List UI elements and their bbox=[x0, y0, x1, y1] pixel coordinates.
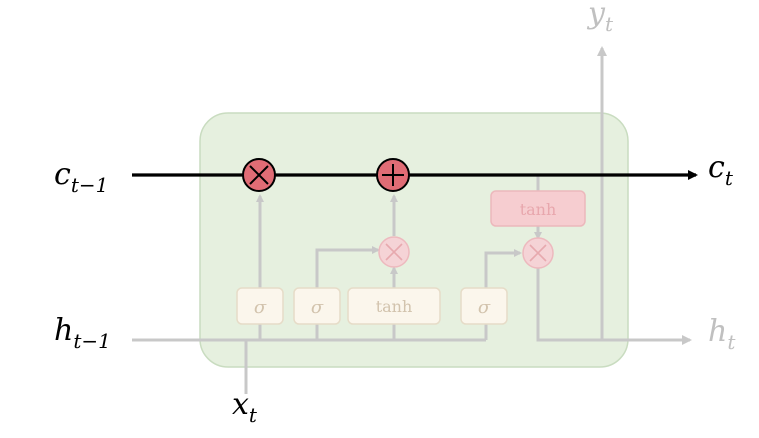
y-output-sub: t bbox=[605, 12, 614, 36]
label-h-next: ht bbox=[708, 314, 736, 354]
forget-multiply-operator bbox=[242, 158, 276, 192]
svg-text:yt: yt bbox=[586, 0, 614, 36]
c-next-base: c bbox=[708, 150, 725, 185]
add-operator bbox=[376, 158, 410, 192]
svg-text:ct: ct bbox=[708, 150, 734, 190]
candidate-gate-label: tanh bbox=[376, 297, 413, 316]
h-prev-base: h bbox=[54, 313, 73, 348]
x-input-base: x bbox=[232, 387, 249, 422]
svg-text:xt: xt bbox=[232, 387, 258, 427]
cell-tanh-label: tanh bbox=[520, 200, 557, 219]
svg-text:ct−1: ct−1 bbox=[54, 157, 108, 197]
forget-gate-label: σ bbox=[254, 297, 267, 318]
candidate-gate: tanh bbox=[347, 287, 441, 325]
input-multiply-operator bbox=[378, 236, 410, 268]
y-output-base: y bbox=[586, 0, 606, 31]
svg-text:ht−1: ht−1 bbox=[54, 313, 111, 353]
h-next-sub: t bbox=[727, 330, 736, 354]
output-multiply-operator bbox=[522, 237, 554, 269]
c-prev-base: c bbox=[54, 157, 71, 192]
svg-text:ht: ht bbox=[708, 314, 736, 354]
label-c-prev: ct−1 bbox=[54, 157, 108, 197]
cell-tanh: tanh bbox=[490, 190, 586, 227]
input-gate-label: σ bbox=[311, 297, 324, 318]
output-gate: σ bbox=[460, 287, 508, 325]
c-prev-sub: t−1 bbox=[71, 173, 109, 197]
label-c-next: ct bbox=[708, 150, 734, 190]
label-h-prev: ht−1 bbox=[54, 313, 111, 353]
c-next-sub: t bbox=[725, 166, 734, 190]
gate-boxes: σ σ tanh σ tanh bbox=[236, 190, 586, 325]
label-y-output: yt bbox=[586, 0, 614, 36]
x-input-sub: t bbox=[249, 403, 258, 427]
h-next-base: h bbox=[708, 314, 727, 349]
faded-operators bbox=[378, 236, 554, 269]
forget-gate: σ bbox=[236, 287, 284, 325]
label-x-input: xt bbox=[232, 387, 258, 427]
output-to-h-line bbox=[536, 268, 692, 345]
output-gate-label: σ bbox=[478, 297, 491, 318]
input-gate: σ bbox=[293, 287, 341, 325]
lstm-cell-box bbox=[199, 112, 629, 368]
h-prev-sub: t−1 bbox=[73, 329, 111, 353]
